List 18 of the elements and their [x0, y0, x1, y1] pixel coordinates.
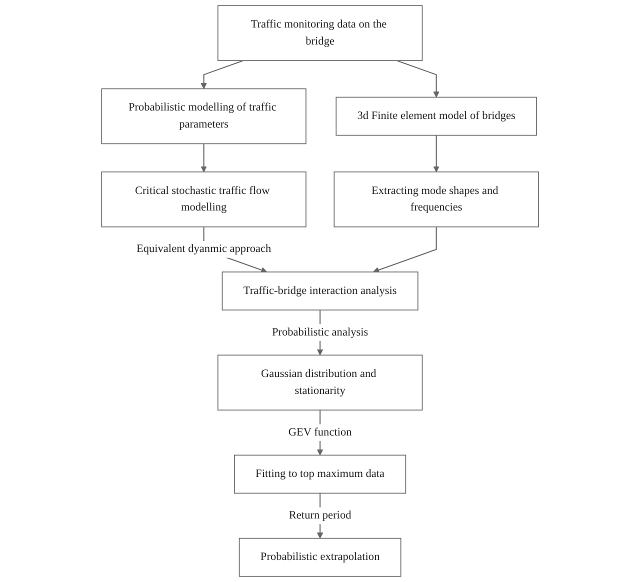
edge-label: GEV function [288, 426, 352, 438]
edge-label: Probabilistic analysis [272, 326, 369, 338]
arrow [373, 226, 438, 273]
arrow [201, 60, 244, 90]
arrow [397, 60, 440, 98]
node-box: Fitting to top maximum data [234, 454, 407, 494]
node-box: Critical stochastic traffic flow modelling [102, 172, 307, 228]
arrow [434, 135, 440, 172]
node-box: Probabilistic extrapolation [239, 538, 402, 577]
node-box: 3d Finite element model of bridges [336, 96, 538, 136]
node-box: Gaussian distribution and stationarity [218, 354, 424, 410]
edge-label: Equivalent dyanmic approach [136, 243, 272, 256]
edge-label: Return period [289, 509, 352, 522]
node-box: Traffic-bridge interaction analysis [222, 272, 419, 310]
node-box: Traffic monitoring data on the bridge [218, 5, 424, 62]
arrow [201, 144, 208, 172]
node-box: Extracting mode shapes and frequencies [334, 172, 540, 228]
node-box: Probabilistic modelling of traffic parameters [102, 88, 307, 144]
